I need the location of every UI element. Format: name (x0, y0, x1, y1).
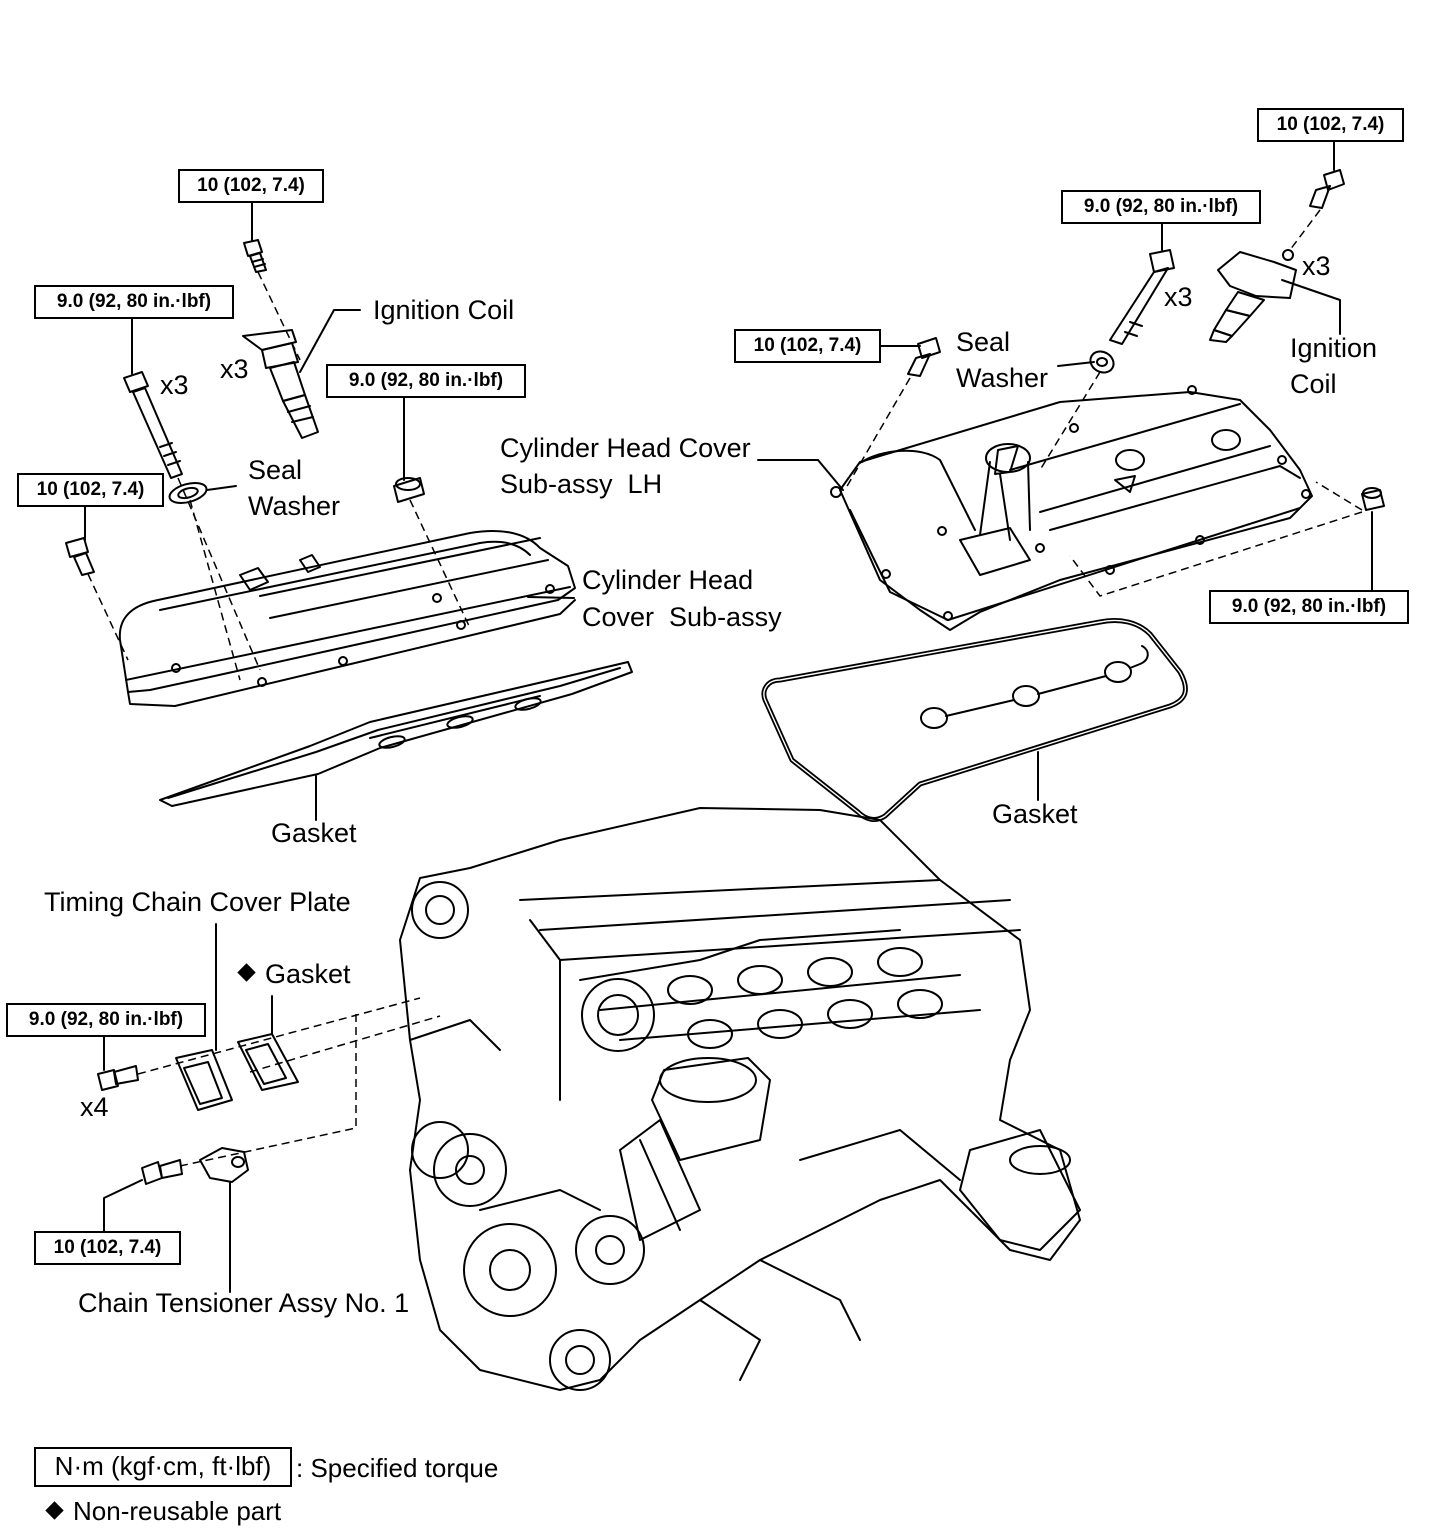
torque-cover-left: 10 (102, 7.4) (17, 473, 164, 507)
chain-tensioner-part (141, 1147, 249, 1185)
torque-coil-left: 10 (102, 7.4) (178, 169, 324, 203)
diamond-icon (45, 1500, 64, 1520)
label-cover-left-1: Cylinder Head (582, 565, 754, 595)
label-ignition-coil-left: Ignition Coil (373, 295, 515, 325)
leader-ignition-coil-right (1281, 279, 1341, 335)
qty-x3-coil-right: x3 (1302, 251, 1331, 281)
label-cover-lh-2: Sub-assy LH (500, 469, 663, 499)
qty-x4-plate-bolts: x4 (80, 1092, 109, 1122)
gasket-right-part (761, 618, 1188, 822)
gasket-left-part (159, 661, 633, 807)
plate-bolt-part (97, 1065, 139, 1091)
label-seal-right-1: Seal (956, 327, 1011, 357)
label-ignition-right-1: Ignition (1290, 333, 1378, 363)
gasket-timing-text: Gasket (265, 959, 351, 989)
torque-cover-right: 10 (102, 7.4) (734, 329, 881, 363)
label-chain-tensioner: Chain Tensioner Assy No. 1 (78, 1288, 410, 1318)
bolt-right-top (1309, 169, 1345, 209)
engine-assembly (399, 807, 1081, 1391)
torque-coil-right: 10 (102, 7.4) (1257, 108, 1404, 142)
leader-cover-lh (757, 459, 844, 491)
label-gasket-timing: Gasket (237, 956, 351, 992)
grommet-left (393, 477, 425, 503)
qty-x3-bolt-right: x3 (1164, 282, 1193, 312)
leader-ignition-coil-left (299, 309, 361, 373)
bolt-left-end (65, 537, 95, 576)
label-seal-left-1: Seal (248, 455, 303, 485)
bolt-right-far (1361, 487, 1385, 511)
legend-non-reusable: Non-reusable part (45, 1493, 282, 1529)
label-timing-chain-cover-plate: Timing Chain Cover Plate (44, 887, 351, 917)
qty-x3-coil-left: x3 (220, 354, 249, 384)
legend-torque-desc: : Specified torque (296, 1453, 499, 1483)
cylinder-head-cover-left-part (118, 530, 576, 707)
leader-seal-washer-left (206, 485, 237, 491)
leader-seal-washer-right (1057, 361, 1095, 367)
torque-tensioner-bolt: 10 (102, 7.4) (34, 1231, 181, 1265)
timing-gasket-part (237, 1033, 299, 1091)
label-seal-left-2: Washer (248, 491, 341, 521)
bolt-left-coil (243, 239, 267, 273)
torque-cover-right-far: 9.0 (92, 80 in.·lbf) (1209, 590, 1409, 624)
legend-non-reusable-text: Non-reusable part (73, 1496, 282, 1526)
long-bolt-right (1109, 249, 1175, 345)
torque-grommet-left: 9.0 (92, 80 in.·lbf) (326, 364, 526, 398)
diamond-icon (237, 963, 256, 983)
torque-plate-bolts: 9.0 (92, 80 in.·lbf) (6, 1003, 206, 1037)
label-gasket-right: Gasket (992, 799, 1078, 829)
timing-cover-plate-part (175, 1049, 233, 1111)
legend-torque-box: N·m (kgf·cm, ft·lbf) (34, 1447, 292, 1487)
ignition-coil-right-part (1209, 249, 1297, 343)
torque-bolt-left: 9.0 (92, 80 in.·lbf) (34, 285, 234, 319)
label-ignition-right-2: Coil (1290, 369, 1337, 399)
seal-washer-right-part (1089, 350, 1115, 374)
leader-cover-left (527, 596, 575, 599)
ignition-coil-left-part (242, 329, 319, 439)
cylinder-head-cover-lh-part (830, 385, 1313, 631)
label-cover-lh-1: Cylinder Head Cover (500, 433, 751, 463)
torque-bolt-right: 9.0 (92, 80 in.·lbf) (1061, 190, 1261, 224)
label-cover-left-2: Cover Sub-assy (582, 602, 782, 632)
bolt-right-cover (907, 337, 941, 377)
label-gasket-left: Gasket (271, 818, 357, 848)
label-seal-right-2: Washer (956, 363, 1049, 393)
long-bolt-left (123, 371, 183, 479)
qty-x3-bolt-left: x3 (160, 370, 189, 400)
